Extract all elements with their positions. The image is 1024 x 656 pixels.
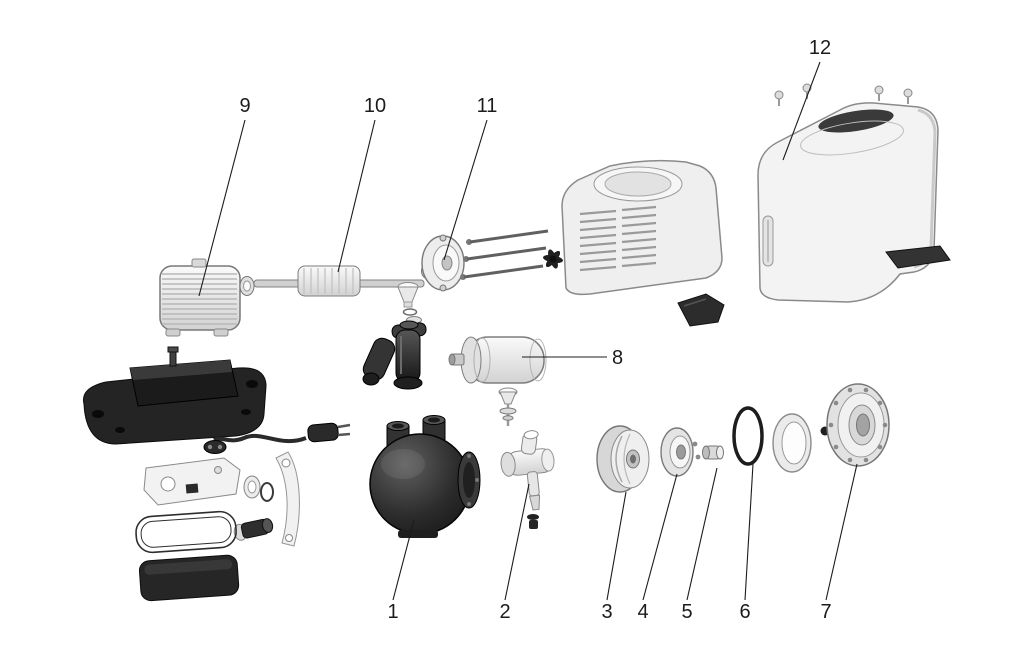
callout-line-7 bbox=[825, 463, 858, 601]
cooling-fan bbox=[543, 249, 563, 269]
callout-label-4: 4 bbox=[637, 601, 648, 623]
callout-10: 10 bbox=[337, 95, 386, 273]
hose-fitting bbox=[233, 518, 274, 541]
callout-line-2 bbox=[504, 483, 530, 601]
capacitor-cover bbox=[677, 293, 725, 327]
callout-line-12 bbox=[782, 61, 821, 161]
pressure-tank bbox=[448, 336, 547, 384]
ejector-assembly bbox=[500, 430, 555, 529]
callout-label-9: 9 bbox=[239, 95, 250, 117]
terminal-tray bbox=[885, 245, 951, 269]
mounting-bracket bbox=[143, 457, 241, 506]
callout-label-6: 6 bbox=[739, 601, 750, 623]
callout-8: 8 bbox=[522, 347, 623, 369]
pump-body bbox=[369, 415, 481, 538]
handle-strap bbox=[275, 451, 300, 547]
motor-stator bbox=[159, 258, 241, 337]
o-ring bbox=[732, 406, 764, 466]
motor-cover bbox=[757, 102, 939, 303]
callout-line-10 bbox=[337, 119, 376, 273]
callout-line-4 bbox=[642, 473, 678, 601]
callout-label-10: 10 bbox=[364, 95, 386, 117]
callout-line-5 bbox=[686, 467, 718, 601]
base-cover bbox=[138, 554, 240, 602]
callout-label-12: 12 bbox=[809, 37, 831, 59]
cover-screws bbox=[774, 83, 913, 106]
callout-line-9 bbox=[198, 119, 246, 297]
callout-label-3: 3 bbox=[601, 601, 612, 623]
tie-rods bbox=[460, 229, 549, 280]
callout-7: 7 bbox=[820, 463, 858, 623]
callout-1: 1 bbox=[387, 519, 415, 623]
check-valve bbox=[498, 387, 518, 426]
seal-ring bbox=[772, 413, 812, 473]
callout-label-2: 2 bbox=[499, 601, 510, 623]
callout-11: 11 bbox=[443, 95, 498, 261]
callout-label-5: 5 bbox=[681, 601, 692, 623]
pump-cover-flange bbox=[826, 383, 890, 467]
callout-6: 6 bbox=[739, 463, 754, 623]
motor-end-bracket bbox=[421, 234, 465, 292]
impeller bbox=[596, 425, 650, 493]
diffuser-plate bbox=[660, 427, 694, 477]
callout-line-3 bbox=[606, 491, 627, 601]
valve-assembly bbox=[362, 282, 427, 390]
callout-label-11: 11 bbox=[477, 95, 498, 117]
callout-9: 9 bbox=[198, 95, 251, 297]
shaft-bushing bbox=[702, 445, 724, 460]
callout-line-1 bbox=[392, 519, 415, 601]
callout-12: 12 bbox=[782, 37, 831, 161]
callout-line-6 bbox=[744, 463, 754, 601]
callout-line-11 bbox=[443, 119, 488, 261]
callout-5: 5 bbox=[681, 467, 718, 623]
base-plate bbox=[82, 346, 267, 445]
base-gasket bbox=[135, 510, 237, 554]
diffuser-screws bbox=[692, 441, 701, 460]
callout-label-1: 1 bbox=[387, 601, 398, 623]
cord-grommet bbox=[203, 440, 227, 454]
callout-3: 3 bbox=[601, 491, 627, 623]
rotor-shaft bbox=[239, 265, 425, 297]
callout-label-8: 8 bbox=[612, 347, 623, 369]
fan-cover bbox=[561, 159, 723, 296]
power-cord bbox=[213, 422, 351, 444]
callout-4: 4 bbox=[637, 473, 678, 623]
callout-label-7: 7 bbox=[820, 601, 831, 623]
hose-union bbox=[243, 475, 274, 502]
callout-2: 2 bbox=[499, 483, 530, 623]
